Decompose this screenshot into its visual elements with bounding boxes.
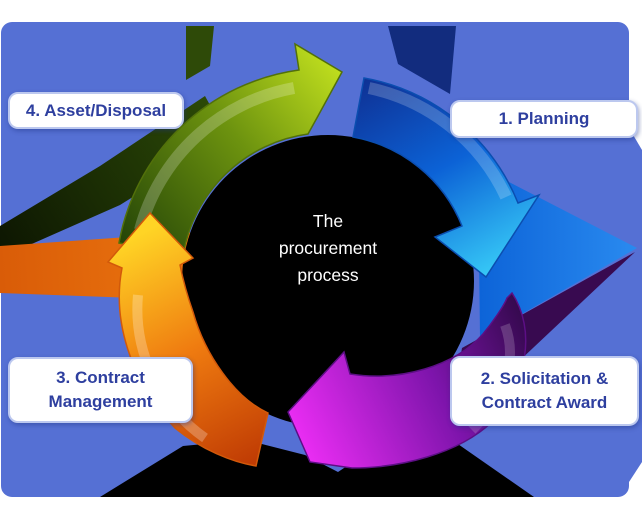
label-box-solicitation: 2. Solicitation & Contract Award <box>450 356 639 426</box>
blue-shadow-top <box>388 26 456 94</box>
center-circle-text: The procurement process <box>279 208 377 289</box>
green-arrow <box>118 42 344 256</box>
center-circle <box>182 135 474 427</box>
solicitation-label-line1: 2. Solicitation & <box>480 369 609 388</box>
orange-arrow <box>106 211 269 467</box>
label-box-asset-disposal: 4. Asset/Disposal <box>8 92 184 129</box>
contract-label-line1: 3. Contract <box>56 368 145 387</box>
blue-arrow <box>352 77 541 279</box>
center-text-line1: The <box>312 211 344 231</box>
green-arrow-gloss <box>134 82 296 232</box>
label-box-contract-management: 3. Contract Management <box>8 357 193 423</box>
contract-label-line2: Management <box>48 392 153 411</box>
center-text-line2: procurement <box>278 238 378 258</box>
solicitation-label-line2: Contract Award <box>481 393 608 412</box>
asset-disposal-label: 4. Asset/Disposal <box>25 100 167 120</box>
center-text-line3: process <box>297 265 359 285</box>
planning-label: 1. Planning <box>498 109 590 128</box>
green-shadow-top <box>186 26 214 80</box>
label-box-planning: 1. Planning <box>450 100 638 138</box>
